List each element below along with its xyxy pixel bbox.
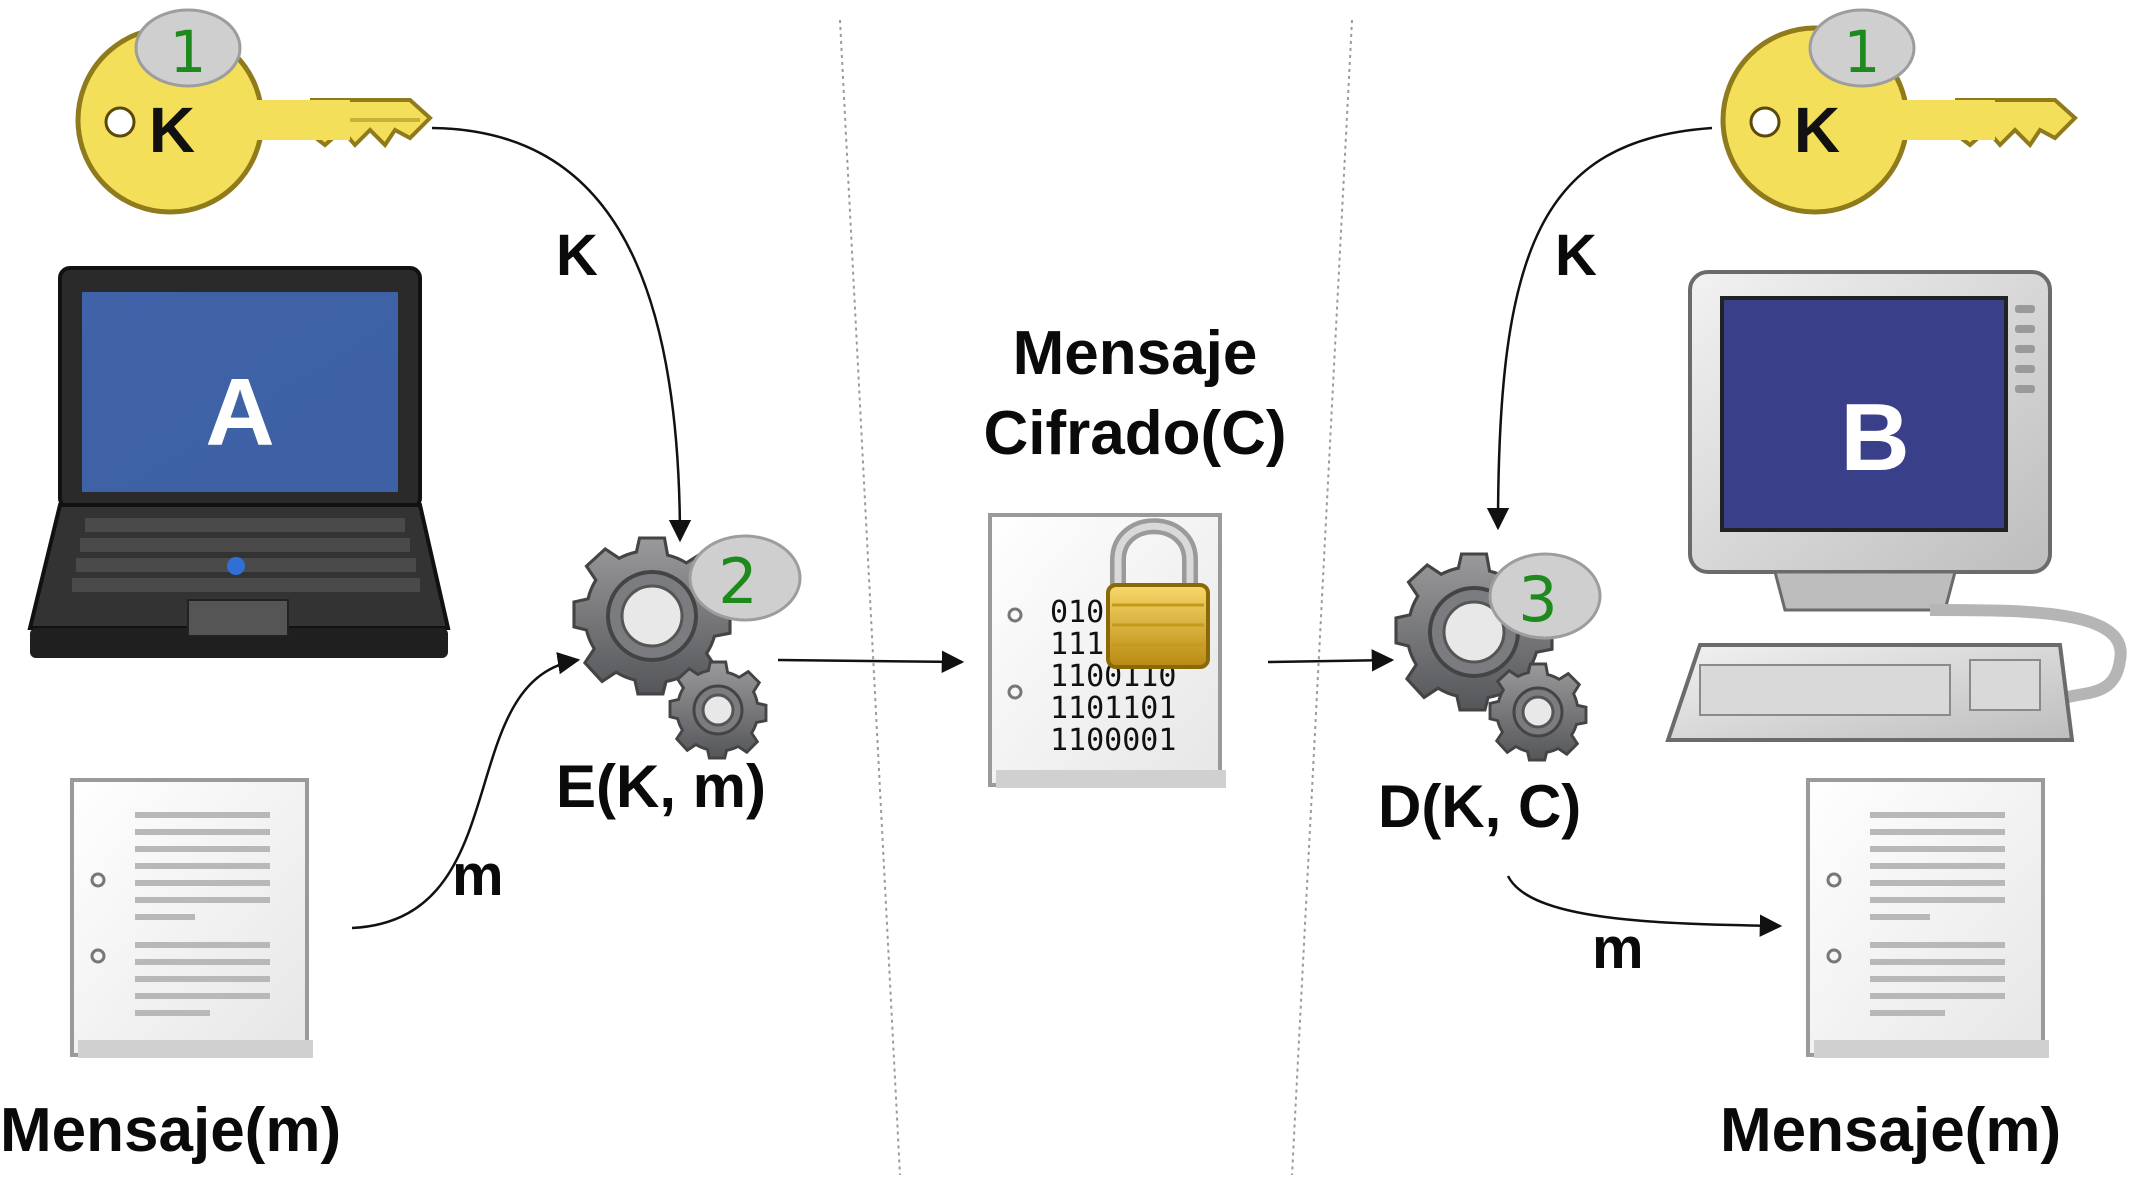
device-letter-a: A (205, 359, 274, 466)
arrow-key-to-encrypt (431, 126, 692, 543)
gears-icon-decrypt (1396, 554, 1586, 760)
desktop-computer-icon (1665, 270, 2127, 742)
document-icon-left (70, 778, 313, 1058)
laptop-icon (27, 266, 451, 658)
key-icon-left (75, 25, 433, 215)
receiver-message-label: Mensaje(m) (1720, 1096, 2062, 1165)
padlock-icon (1106, 518, 1210, 669)
edge-label-message-right: m (1592, 916, 1644, 981)
arrow-encrypt-to-cipher (777, 650, 965, 674)
svg-text:1100001: 1100001 (1050, 723, 1176, 758)
separator-left (839, 19, 901, 1176)
decrypt-function-label: D(K, C) (1378, 773, 1582, 840)
separator-right (1291, 19, 1353, 1176)
gears-icon-encrypt (574, 538, 766, 758)
edge-label-key-left: K (556, 223, 598, 288)
edge-label-message-left: m (452, 843, 504, 908)
arrow-message-to-encrypt (351, 652, 581, 930)
svg-text:3: 3 (1518, 563, 1557, 636)
svg-text:1101101: 1101101 (1050, 691, 1176, 726)
document-icon-right (1806, 778, 2049, 1058)
cipher-document-icon (988, 513, 1226, 788)
svg-text:2: 2 (718, 545, 757, 618)
cipher-title-line2: Cifrado(C) (983, 399, 1287, 468)
sender-message-label: Mensaje(m) (0, 1096, 342, 1165)
key-badge-right: 1 (1808, 8, 1916, 88)
key-badge-left: 1 (134, 8, 242, 88)
svg-text:1: 1 (1844, 18, 1881, 86)
svg-text:1: 1 (170, 18, 207, 86)
cipher-title-line1: Mensaje (1012, 319, 1258, 388)
key-letter-left: K (149, 94, 195, 166)
key-letter-right: K (1794, 94, 1840, 166)
arrow-key-to-decrypt (1486, 126, 1713, 531)
decrypt-badge: 3 (1488, 552, 1602, 640)
device-letter-b: B (1840, 384, 1909, 491)
edge-label-key-right: K (1555, 223, 1597, 288)
svg-text:010: 010 (1050, 595, 1104, 630)
arrow-decrypt-to-message (1506, 875, 1783, 937)
svg-text:111: 111 (1050, 627, 1104, 662)
arrow-cipher-to-decrypt (1267, 649, 1395, 672)
encrypt-badge: 2 (688, 534, 802, 622)
encrypt-function-label: E(K, m) (556, 753, 766, 820)
